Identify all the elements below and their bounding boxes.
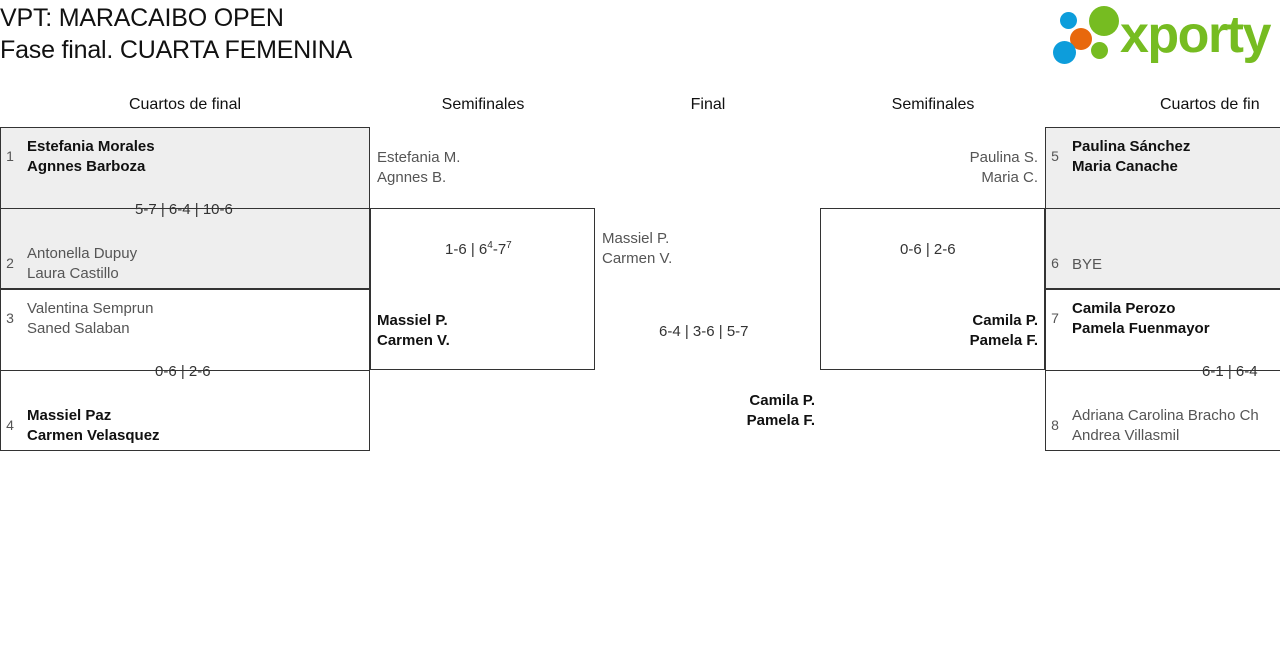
match-box-semifinal-right[interactable] xyxy=(820,208,1045,370)
player-name: Saned Salaban xyxy=(27,320,130,337)
entrant-sf-left-bottom[interactable]: Massiel P. Carmen V. xyxy=(377,311,450,351)
entrant-sf-right-bottom[interactable]: Camila P. Pamela F. xyxy=(838,311,1038,351)
score-qf1: 5-7 | 6-4 | 10-6 xyxy=(135,201,233,218)
page-header: VPT: MARACAIBO OPEN Fase final. CUARTA F… xyxy=(0,0,1280,88)
player-name: Carmen Velasquez xyxy=(27,427,160,444)
match-box-qf3[interactable] xyxy=(1045,127,1280,289)
score-semifinal-right: 0-6 | 2-6 xyxy=(900,241,956,258)
tournament-phase: Fase final. CUARTA FEMENINA xyxy=(0,36,353,64)
round-header-quarterfinals-right: Cuartos de fin xyxy=(1160,96,1260,113)
player-name: Camila P. xyxy=(972,312,1038,329)
player-name: Paulina S. xyxy=(969,149,1038,166)
player-name: Estefania M. xyxy=(377,149,461,166)
logo-dot-orange-icon xyxy=(1070,28,1092,50)
player-name: Agnnes Barboza xyxy=(27,158,146,175)
entrant-sf-right-top[interactable]: Paulina S. Maria C. xyxy=(838,148,1038,188)
xporty-logo[interactable]: xporty xyxy=(1048,4,1278,66)
entrant-qf4-bottom[interactable]: Adriana Carolina Bracho Ch Andrea Villas… xyxy=(1072,406,1259,446)
player-name: Agnnes B. xyxy=(377,169,447,186)
seed-number-3: 3 xyxy=(6,310,14,326)
logo-wordmark: xporty xyxy=(1120,6,1271,64)
entrant-qf3-bottom-bye[interactable]: BYE xyxy=(1072,255,1102,275)
player-name: Massiel P. xyxy=(602,230,670,247)
player-name: Camila Perozo xyxy=(1072,300,1176,317)
match-divider xyxy=(1,208,369,209)
entrant-sf-left-top[interactable]: Estefania M. Agnnes B. xyxy=(377,148,460,188)
entrant-final-bottom-champion[interactable]: Camila P. Pamela F. xyxy=(615,391,815,431)
player-name: Carmen V. xyxy=(602,250,673,267)
player-name: Pamela Fuenmayor xyxy=(1072,320,1210,337)
player-name: Pamela F. xyxy=(969,332,1038,349)
round-header-quarterfinals-left: Cuartos de final xyxy=(128,96,242,113)
match-box-qf1[interactable] xyxy=(0,127,370,289)
tournament-name: VPT: MARACAIBO OPEN xyxy=(0,4,284,32)
seed-number-2: 2 xyxy=(6,255,14,271)
entrant-qf4-top[interactable]: Camila Perozo Pamela Fuenmayor xyxy=(1072,299,1210,339)
player-name: Camila P. xyxy=(749,392,815,409)
round-header-semifinals-left: Semifinales xyxy=(441,96,525,113)
entrant-qf2-bottom[interactable]: Massiel Paz Carmen Velasquez xyxy=(27,406,160,446)
match-divider xyxy=(1046,370,1280,371)
score-final: 6-4 | 3-6 | 5-7 xyxy=(659,323,749,340)
entrant-final-top[interactable]: Massiel P. Carmen V. xyxy=(602,229,672,269)
player-name: Massiel Paz xyxy=(27,407,112,424)
entrant-qf1-top[interactable]: Estefania Morales Agnnes Barboza xyxy=(27,137,155,177)
player-name: BYE xyxy=(1072,256,1103,273)
player-name: Estefania Morales xyxy=(27,138,155,155)
score-qf2: 0-6 | 2-6 xyxy=(155,363,211,380)
match-box-qf4[interactable] xyxy=(1045,289,1280,451)
player-name: Adriana Carolina Bracho Ch xyxy=(1072,407,1259,424)
match-divider xyxy=(1,370,369,371)
player-name: Paulina Sánchez xyxy=(1072,138,1191,155)
seed-number-1: 1 xyxy=(6,148,14,164)
match-box-qf2[interactable] xyxy=(0,289,370,451)
logo-dot-blue-bottom-icon xyxy=(1053,41,1076,64)
logo-dot-green-large-icon xyxy=(1089,6,1119,36)
player-name: Antonella Dupuy xyxy=(27,245,138,262)
player-name: Pamela F. xyxy=(746,412,815,429)
player-name: Valentina Semprun xyxy=(27,300,154,317)
entrant-qf3-top[interactable]: Paulina Sánchez Maria Canache xyxy=(1072,137,1190,177)
seed-number-6: 6 xyxy=(1051,255,1059,271)
player-name: Carmen V. xyxy=(377,332,450,349)
match-divider xyxy=(1046,208,1280,209)
seed-number-8: 8 xyxy=(1051,417,1059,433)
player-name: Maria Canache xyxy=(1072,158,1178,175)
entrant-qf2-top[interactable]: Valentina Semprun Saned Salaban xyxy=(27,299,153,339)
round-header-semifinals-right: Semifinales xyxy=(891,96,975,113)
player-name: Laura Castillo xyxy=(27,265,119,282)
player-name: Maria C. xyxy=(981,169,1038,186)
score-semifinal-left: 1-6 | 64-77 xyxy=(445,240,512,259)
match-box-semifinal-left[interactable] xyxy=(370,208,595,370)
seed-number-5: 5 xyxy=(1051,148,1059,164)
logo-dot-green-small-icon xyxy=(1091,42,1108,59)
player-name: Andrea Villasmil xyxy=(1072,427,1180,444)
seed-number-4: 4 xyxy=(6,417,14,433)
seed-number-7: 7 xyxy=(1051,310,1059,326)
score-qf4: 6-1 | 6-4 xyxy=(1202,363,1258,380)
entrant-qf1-bottom[interactable]: Antonella Dupuy Laura Castillo xyxy=(27,244,137,284)
logo-dots-icon xyxy=(1048,4,1126,66)
logo-dot-blue-top-icon xyxy=(1060,12,1077,29)
tournament-title: VPT: MARACAIBO OPEN Fase final. CUARTA F… xyxy=(0,2,352,66)
round-header-final: Final xyxy=(690,96,726,113)
player-name: Massiel P. xyxy=(377,312,448,329)
